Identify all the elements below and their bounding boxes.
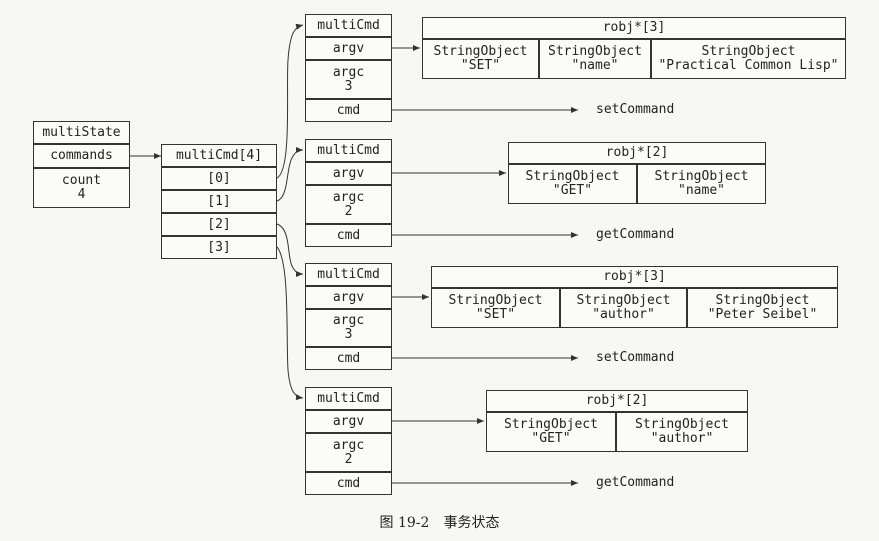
commands-array-item: [2] bbox=[161, 213, 277, 236]
multicmd-4-title: multiCmd bbox=[305, 387, 392, 410]
command-name-3: setCommand bbox=[596, 350, 675, 365]
string-object-1-2: StringObject"name" bbox=[539, 39, 651, 79]
multistate-commands-field: commands bbox=[33, 144, 130, 168]
multicmd-3-title: multiCmd bbox=[305, 263, 392, 286]
figure-caption: 图 19-2 事务状态 bbox=[379, 515, 500, 531]
string-object-1-3: StringObject"Practical Common Lisp" bbox=[651, 39, 846, 79]
string-object-2-2: StringObject"name" bbox=[637, 164, 766, 204]
commands-array-item: [3] bbox=[161, 236, 277, 259]
robj-array-1-title: robj*[3] bbox=[422, 17, 846, 39]
multicmd-2-title: multiCmd bbox=[305, 139, 392, 162]
command-name-1: setCommand bbox=[596, 102, 675, 117]
multicmd-2-argv: argv bbox=[305, 162, 392, 185]
arrow-item3-to-cmd4 bbox=[276, 246, 304, 401]
arrow-item0-to-cmd1 bbox=[276, 23, 304, 179]
string-object-4-1: StringObject"GET" bbox=[486, 412, 616, 452]
string-object-3-1: StringObject"SET" bbox=[431, 288, 560, 328]
commands-array-item: [1] bbox=[161, 190, 277, 213]
multistate-title: multiState bbox=[33, 121, 130, 144]
multicmd-1-argv: argv bbox=[305, 37, 392, 60]
multicmd-1-cmd: cmd bbox=[305, 99, 392, 122]
string-object-3-3: StringObject"Peter Seibel" bbox=[687, 288, 838, 328]
string-object-3-2: StringObject"author" bbox=[560, 288, 687, 328]
multicmd-3-argv: argv bbox=[305, 286, 392, 309]
commands-array-title: multiCmd[4] bbox=[161, 144, 277, 167]
string-object-1-1: StringObject"SET" bbox=[422, 39, 539, 79]
robj-array-2-title: robj*[2] bbox=[508, 142, 766, 164]
multicmd-1-title: multiCmd bbox=[305, 14, 392, 37]
robj-array-4-title: robj*[2] bbox=[486, 390, 748, 412]
arrow-item1-to-cmd2 bbox=[276, 147, 304, 202]
multicmd-4-cmd: cmd bbox=[305, 472, 392, 495]
multicmd-2-cmd: cmd bbox=[305, 224, 392, 247]
multicmd-3-cmd: cmd bbox=[305, 347, 392, 370]
robj-array-3-title: robj*[3] bbox=[431, 266, 838, 288]
string-object-2-1: StringObject"GET" bbox=[508, 164, 637, 204]
arrow-item2-to-cmd3 bbox=[276, 223, 304, 277]
multicmd-4-argv: argv bbox=[305, 410, 392, 433]
commands-array-item: [0] bbox=[161, 167, 277, 190]
command-name-4: getCommand bbox=[596, 475, 675, 490]
command-name-2: getCommand bbox=[596, 227, 675, 242]
string-object-4-2: StringObject"author" bbox=[616, 412, 748, 452]
